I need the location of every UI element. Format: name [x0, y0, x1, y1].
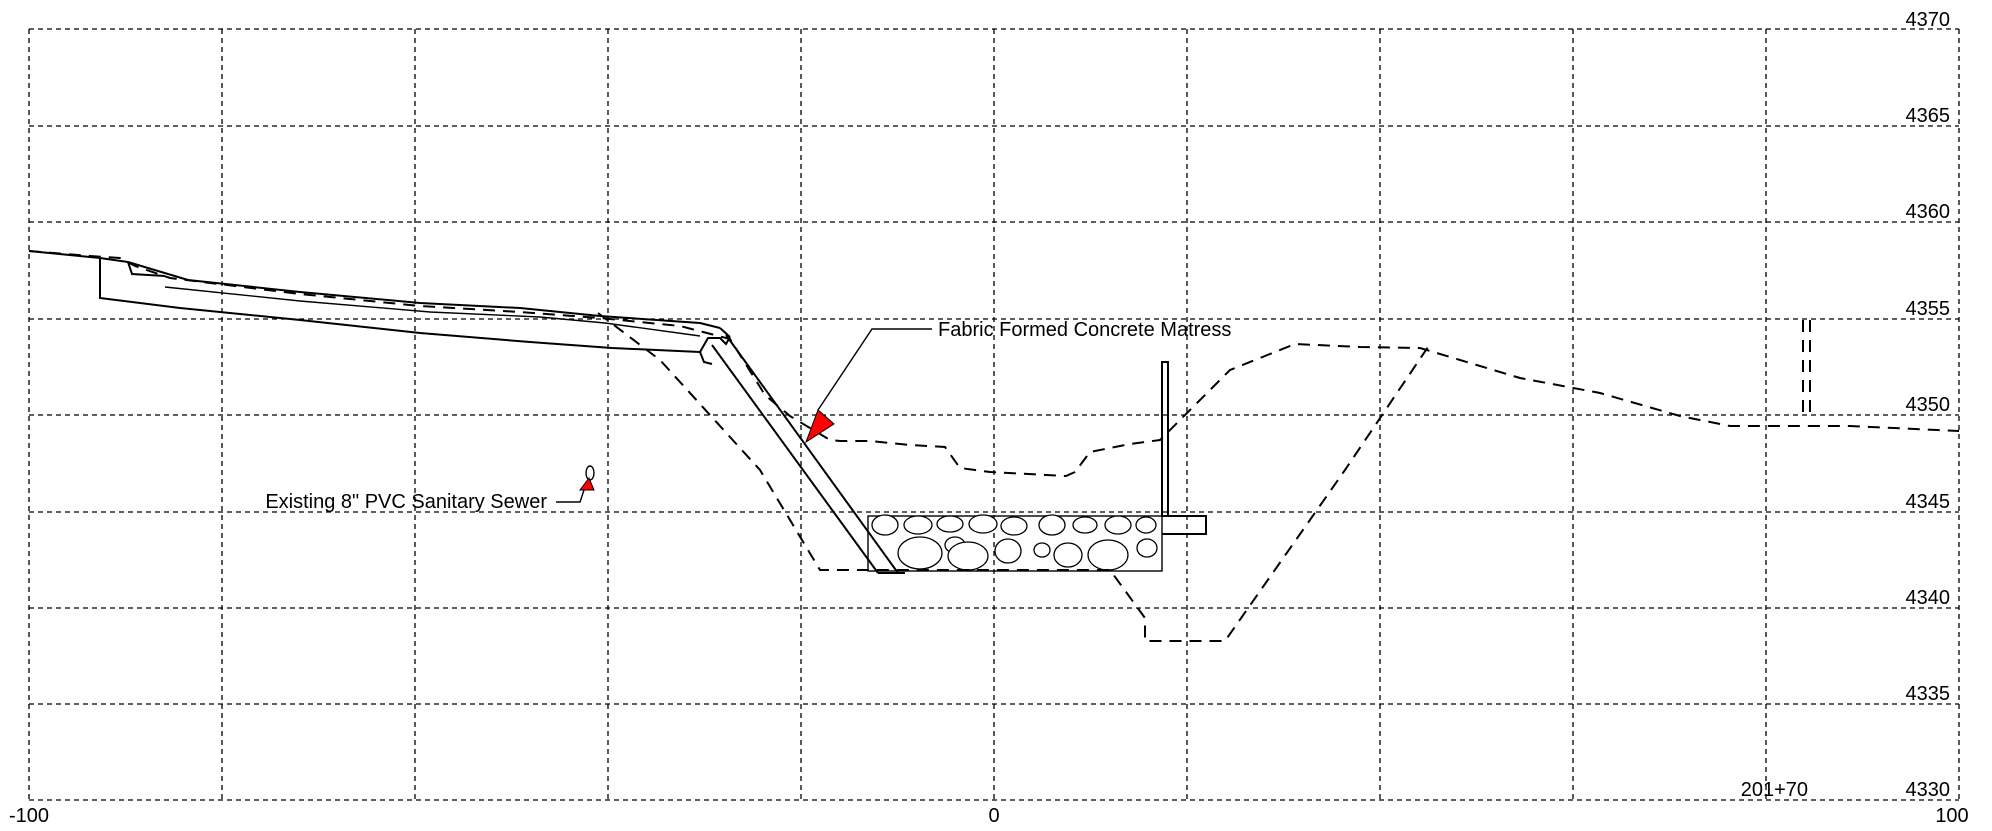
riprap-rocks — [871, 514, 1158, 571]
elevation-label: 4370 — [1906, 9, 1951, 31]
elevation-label: 4365 — [1906, 105, 1951, 127]
elevation-label: 4335 — [1906, 683, 1951, 705]
gutter-line — [127, 261, 166, 277]
elevation-label: 4345 — [1906, 491, 1951, 513]
right-wall — [1161, 361, 1169, 517]
callout-mattress-text: Fabric Formed Concrete Matress — [938, 319, 1231, 341]
sewer-arrow-icon — [579, 477, 595, 491]
elevation-label: 4360 — [1906, 201, 1951, 223]
fence-post — [1802, 320, 1811, 420]
sewer-leader — [556, 489, 585, 503]
pavement-layer — [164, 286, 701, 337]
channel-bottom-riprap — [867, 361, 1207, 572]
curb-and-gutter — [699, 336, 731, 353]
excavation-line — [597, 312, 1431, 642]
elevation-labels: 4370 4365 4360 4355 4350 4345 4340 4335 … — [1906, 9, 1951, 801]
grid — [28, 28, 1960, 801]
elevation-label: 4340 — [1906, 587, 1951, 609]
offset-label-center: 0 — [988, 805, 999, 827]
callout-arrow-icon — [805, 409, 835, 444]
road-curb-step — [99, 258, 701, 353]
road-top-line — [28, 250, 721, 329]
elevation-label: 4350 — [1906, 394, 1951, 416]
sewer-pipe-icon — [585, 465, 595, 481]
callout-sewer: Existing 8" PVC Sanitary Sewer — [265, 465, 595, 513]
road-edge — [719, 327, 731, 338]
offset-label-left: -100 — [9, 805, 49, 827]
right-wall-footing — [1162, 515, 1207, 535]
channel-slope — [711, 334, 905, 574]
existing-road-section — [28, 250, 731, 365]
slope-line-outer — [725, 334, 899, 574]
callout-sewer-text: Existing 8" PVC Sanitary Sewer — [265, 491, 547, 513]
elevation-label: 4330 — [1906, 779, 1951, 801]
elevation-label: 4355 — [1906, 298, 1951, 320]
road-edge-lower — [699, 351, 713, 365]
callout-mattress: Fabric Formed Concrete Matress — [805, 319, 1231, 444]
slope-line-inner — [711, 344, 879, 574]
existing-ground-profile — [28, 250, 1960, 642]
offset-labels: -100 0 100 — [9, 805, 1969, 827]
riprap-box — [867, 515, 1163, 572]
offset-label-right: 100 — [1935, 805, 1968, 827]
callout-leader — [817, 328, 932, 411]
ground-line-left — [28, 250, 1960, 478]
station-label: 201+70 — [1741, 779, 1808, 801]
